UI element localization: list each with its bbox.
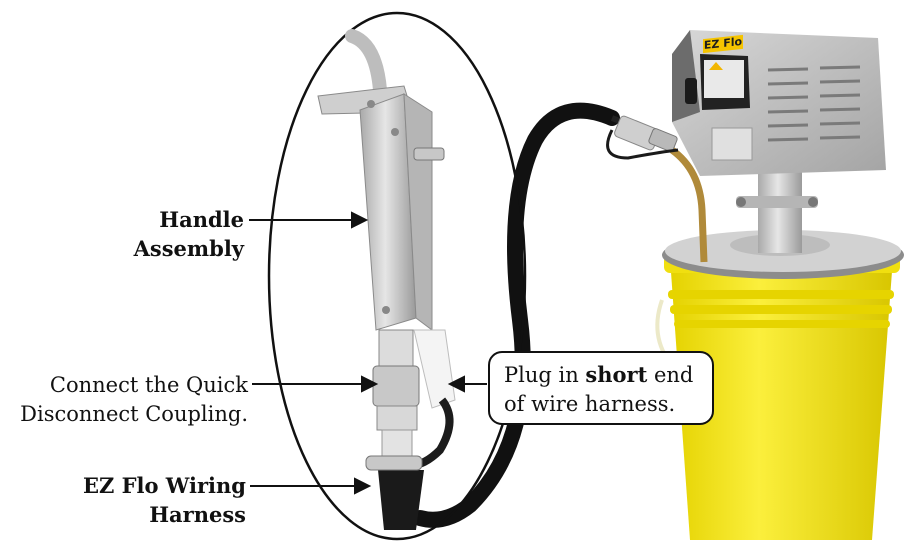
black-hose [412, 102, 620, 528]
callout-text-before: Plug in [504, 363, 586, 387]
plug-in-callout: Plug in short end of wire harness. [488, 351, 714, 425]
hose-fitting [614, 115, 678, 152]
wiring-harness-hose [365, 455, 424, 530]
motor-box [672, 30, 886, 176]
wiring-harness-label-line2: Harness [149, 502, 246, 527]
wiring-harness-label-line1: EZ Flo Wiring [82, 473, 246, 498]
copper-tube [669, 147, 708, 263]
highlight-ellipse [267, 11, 527, 541]
callout-line1: Plug in short end [504, 360, 702, 390]
pump-column [736, 165, 818, 253]
callout-line2: of wire harness. [504, 392, 676, 416]
handle-assembly-label-line1: Handle [159, 207, 244, 232]
callout-text-after: end [647, 363, 694, 387]
callout-emphasis: short [585, 362, 648, 387]
coupling-label: Connect the Quick Disconnect Coupling. [20, 371, 248, 429]
leader-lines [249, 211, 487, 495]
handle-tube [345, 29, 387, 97]
handle-assembly-label-line2: Assembly [133, 236, 244, 261]
coupling-label-line2: Disconnect Coupling. [20, 402, 248, 426]
wire-loop [606, 129, 679, 160]
quick-disconnect-coupling [372, 329, 420, 457]
handle-assembly-label: Handle Assembly [134, 205, 244, 263]
wiring-harness-label: EZ Flo Wiring Harness [83, 471, 246, 529]
handle-assembly [317, 85, 456, 409]
coupling-label-line1: Connect the Quick [49, 373, 248, 397]
